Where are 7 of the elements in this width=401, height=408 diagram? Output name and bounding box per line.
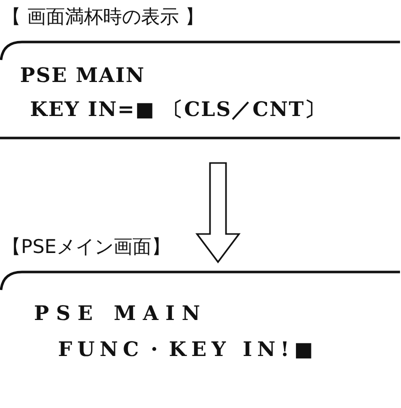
display-text: PSE MAIN: [34, 300, 207, 326]
display-text: KEY IN=■ 〔CLS／CNT〕: [30, 96, 326, 122]
hollow-arrow: [195, 162, 241, 264]
display-text: PSE MAIN: [20, 62, 145, 88]
display-text: FUNC・KEY IN!■: [58, 336, 318, 362]
screen-heading: 【 画面満杯時の表示 】: [2, 5, 204, 30]
screen-heading: 【PSEメイン画面】: [2, 235, 171, 260]
